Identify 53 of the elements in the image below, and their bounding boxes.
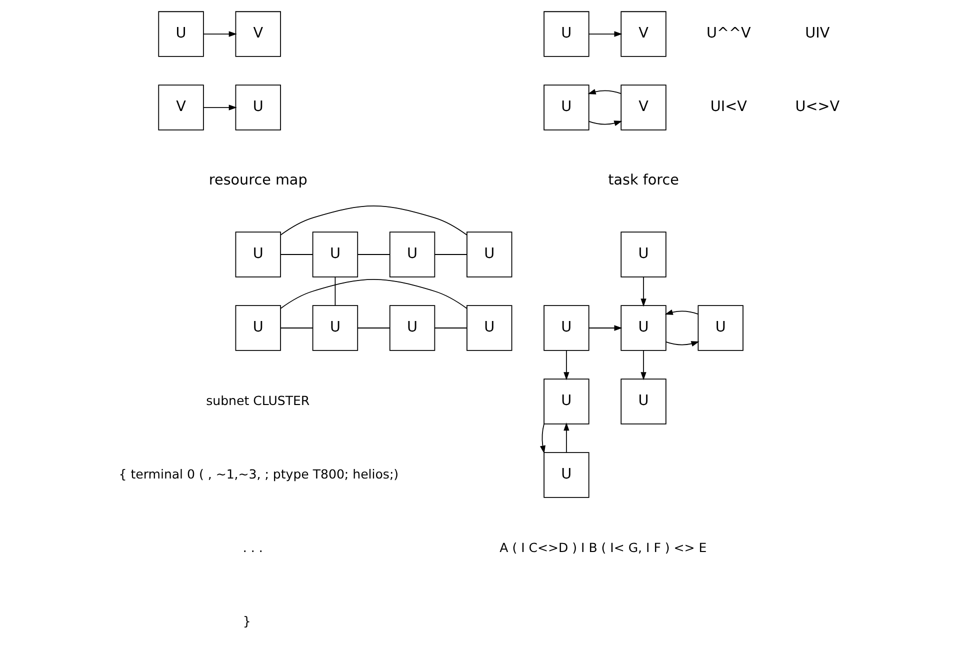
- label: }: [242, 613, 251, 628]
- node-box: U: [620, 305, 666, 351]
- node-box: U: [389, 232, 436, 278]
- node-box: U: [544, 11, 590, 57]
- label: { terminal 0 ( , ~1,~3, ; ptype T800; helios;): [118, 466, 399, 482]
- arrow: [588, 120, 622, 126]
- arrow: [588, 89, 622, 94]
- label: U<>V: [795, 98, 840, 115]
- arrow: [640, 276, 646, 307]
- connector: [357, 254, 390, 255]
- node-box: U: [544, 305, 590, 351]
- node-box: U: [312, 305, 358, 351]
- connector: [334, 276, 336, 306]
- arrow: [564, 350, 570, 380]
- label: task force: [608, 172, 679, 188]
- node-box: V: [620, 11, 666, 57]
- node-box: U: [544, 378, 590, 424]
- node-box: U: [620, 232, 666, 278]
- node-box: U: [466, 305, 512, 351]
- label: A ( I C<>D ) I B ( I< G, I F ) <> E: [500, 540, 707, 555]
- node-box: U: [544, 84, 590, 130]
- node-box: U: [312, 232, 358, 278]
- node-box: U: [620, 378, 666, 424]
- node-box: V: [620, 84, 666, 130]
- node-box: U: [466, 232, 512, 278]
- connector: [280, 278, 468, 309]
- node-box: U: [235, 232, 281, 278]
- connector: [280, 205, 468, 236]
- node-box: V: [158, 84, 204, 130]
- connector: [280, 254, 314, 255]
- arrow: [203, 31, 237, 37]
- node-box: U: [235, 84, 281, 130]
- node-box: U: [698, 305, 744, 351]
- node-box: U: [389, 305, 436, 351]
- node-box: V: [235, 11, 281, 57]
- arrow: [666, 341, 700, 347]
- label: . . .: [242, 540, 263, 555]
- connector: [434, 254, 468, 255]
- arrow: [564, 422, 570, 453]
- label: U^^V: [706, 25, 751, 42]
- node-box: U: [544, 452, 590, 498]
- node-box: U: [235, 305, 281, 351]
- label: subnet CLUSTER: [206, 392, 310, 408]
- label: UIV: [805, 25, 830, 42]
- arrow: [664, 310, 698, 315]
- label: UI<V: [710, 98, 747, 115]
- arrow: [640, 350, 646, 380]
- arrow: [588, 325, 622, 331]
- arrow: [203, 104, 237, 110]
- label: resource map: [208, 172, 308, 188]
- arrow: [588, 31, 622, 37]
- node-box: U: [158, 11, 204, 57]
- arrow: [540, 423, 546, 454]
